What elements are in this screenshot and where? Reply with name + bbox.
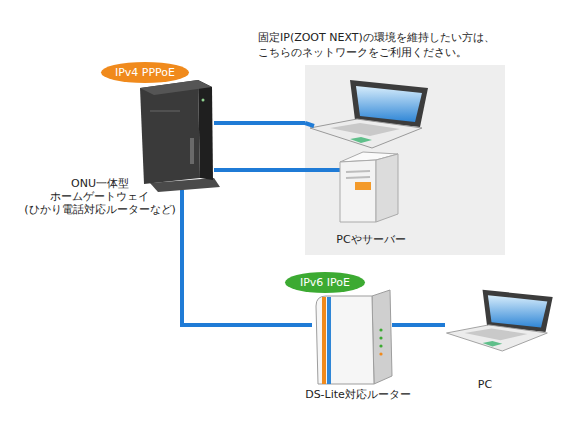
protocol-badge: IPv4 PPPoE [101,62,189,83]
device-label: DS-Lite対応ルーター [305,388,411,402]
network-cable [214,121,305,125]
server-side [376,154,398,222]
server-label [355,182,371,190]
server-slot [346,171,370,172]
network-cable [182,190,312,325]
gateway-side [198,80,213,180]
device-label: ONU一体型 ホームゲートウェイ (ひかり電話対応ルーターなど) [24,177,176,216]
router-lamp [379,352,382,355]
device-label: PC [478,378,492,392]
wire [305,123,314,126]
router-side [372,290,392,384]
server-front [340,160,376,222]
gateway-slot [190,138,194,164]
wire [305,168,342,172]
device-label: PCやサーバー [336,233,405,247]
router-stripe [322,297,326,384]
router-stripe [327,297,331,384]
network-cable [392,323,445,327]
gateway-lamp [202,99,205,102]
laptop-illustration [447,290,553,351]
router-lamp [379,344,382,347]
gateway-detail [150,110,180,112]
router-front [316,296,374,384]
network-cable [214,168,305,172]
note-heading: 固定IP(ZOOT NEXT)の環境を維持したい方は、 こちらのネットワークをご… [258,30,520,60]
server-slot [346,177,370,178]
gateway-front [140,80,200,184]
protocol-badge: IPv6 IPoE [285,272,365,293]
router-lamp [379,336,382,339]
router-lamp [379,328,382,331]
